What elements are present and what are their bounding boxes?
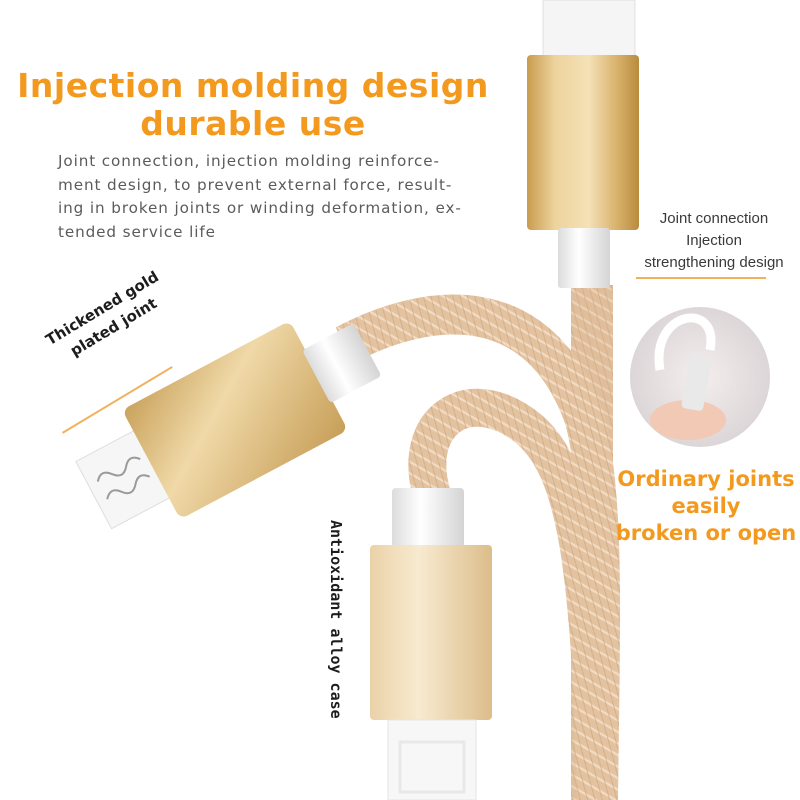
top-gold-housing — [527, 55, 639, 230]
ordinary-callout-line-2: easily — [671, 494, 741, 518]
lightning-gold-housing — [370, 545, 492, 720]
joint-callout-line-1: Joint connection — [659, 210, 769, 227]
micro-usb-connector — [75, 323, 381, 530]
alloy-case-label: Antioxidant alloy case — [327, 520, 345, 719]
headline-line-2: durable use — [140, 104, 366, 143]
usb-c-plug — [542, 0, 636, 59]
ordinary-callout-line-1: Ordinary joints — [617, 467, 795, 491]
cable-lightning — [408, 388, 615, 800]
joint-callout-line-3: strengthening design — [644, 254, 784, 271]
joint-connection-callout: Joint connection Injection strengthening… — [628, 208, 800, 274]
lightning-plug — [387, 719, 477, 800]
lightning-strain-relief — [392, 488, 464, 548]
description-line: tended service life — [58, 222, 216, 241]
description-line: ment design, to prevent external force, … — [58, 175, 453, 194]
ordinary-callout-line-3: broken or open — [615, 521, 797, 545]
description-line: ing in broken joints or winding deformat… — [58, 199, 462, 217]
description-line: Joint connection, injection molding rein… — [58, 152, 440, 170]
joint-callout-line-2: Injection — [686, 232, 742, 249]
headline-line-1: Injection molding design — [17, 66, 489, 105]
joint-callout-underline — [636, 277, 766, 279]
top-strain-relief — [558, 228, 610, 288]
description-text: Joint connection, injection molding rein… — [58, 150, 462, 244]
